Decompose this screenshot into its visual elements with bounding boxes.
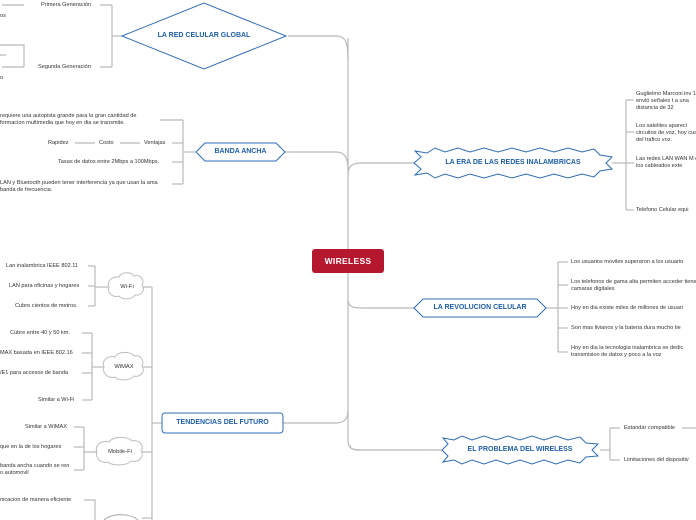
fourth-item-1[interactable]: nicacion de manera eficiente xyxy=(0,497,72,503)
red-celular-title[interactable]: LA RED CELULAR GLOBAL xyxy=(157,32,251,39)
gen1-label[interactable]: Primera Generación xyxy=(41,2,92,8)
banda-ancha-note1: requiere una autopista grande para la gr… xyxy=(0,113,137,126)
wimax-item-4[interactable]: Similar a Wi-Fi xyxy=(38,397,75,403)
wifi-item-2[interactable]: LAN para oficinas y hogares xyxy=(9,283,80,289)
wifi-item-1[interactable]: Lan inalambrica IEEE 802.11 xyxy=(6,263,79,269)
wimax-label[interactable]: WiMAX xyxy=(114,364,134,370)
banda-ancha-hexagon xyxy=(195,142,286,162)
revolucion-item-5[interactable]: Hoy en dia la tecnologia inalambrica se … xyxy=(571,345,684,358)
problema-item-1[interactable]: Estandar compatible xyxy=(624,425,675,431)
era-item-1[interactable]: Guglielmo Marconi inv 1901, envió señale… xyxy=(636,91,696,111)
problema-item-2[interactable]: Limitaciones del dispositiv xyxy=(624,457,689,463)
tendencias-title[interactable]: TENDENCIAS DEL FUTURO xyxy=(176,419,269,426)
revolucion-hexagon xyxy=(413,298,547,318)
gen2-fragment: o xyxy=(0,75,4,81)
wimax-item-3[interactable]: /E1 para accesos de banda xyxy=(0,370,69,376)
mobilefi-item-1[interactable]: Similar a WiMAX xyxy=(25,424,67,430)
tasas-label[interactable]: Tasas de datos entre 2Mbps a 100Mbps. xyxy=(58,159,160,165)
rapidez-label[interactable]: Rapidez xyxy=(48,140,69,146)
wifi-item-3[interactable]: Cubre cientos de metros. xyxy=(15,303,78,309)
gen2-label[interactable]: Segunda Generación xyxy=(38,64,91,70)
revolucion-item-3[interactable]: Hoy en dia existe miles de millones de u… xyxy=(571,305,683,311)
mobilefi-label[interactable]: Mobile-Fi xyxy=(108,449,132,455)
era-burst xyxy=(413,147,614,179)
costo-label[interactable]: Costo xyxy=(99,140,114,146)
banda-ancha-note2: LAN y Bluetooth pueden tener interferenc… xyxy=(0,180,158,193)
era-item-3[interactable]: Las redes LAN WAN M de los cableados ext… xyxy=(636,156,696,169)
era-item-4[interactable]: Telefono Celular equi xyxy=(636,207,689,213)
wifi-label[interactable]: Wi-Fi xyxy=(120,284,134,290)
tendencias-rect xyxy=(161,412,284,434)
revolucion-title[interactable]: LA REVOLUCION CELULAR xyxy=(433,304,527,311)
revolucion-item-1[interactable]: Los usuarios moviles superaron a los usu… xyxy=(571,259,684,265)
banda-ancha-title[interactable]: BANDA ANCHA xyxy=(214,148,267,155)
problema-burst xyxy=(441,435,600,465)
red-celular-diamond xyxy=(120,2,288,70)
revolucion-item-4[interactable]: Son mas livianos y la bateria dura mucho… xyxy=(571,325,681,331)
wimax-cloud xyxy=(102,351,144,381)
revolucion-item-2[interactable]: Los telefonos de gama alta permiten acce… xyxy=(571,279,696,292)
root-node-wireless[interactable]: WIRELESS xyxy=(312,249,384,273)
problema-title[interactable]: EL PROBLEMA DEL WIRELESS xyxy=(467,446,573,453)
wifi-cloud xyxy=(107,272,144,300)
gen1-fragment: os xyxy=(0,13,6,19)
era-item-2[interactable]: Los satelites apareci circuitos de voz, … xyxy=(636,123,696,143)
era-title[interactable]: LA ERA DE LAS REDES INALAMBRICAS xyxy=(445,159,581,166)
wimax-item-2[interactable]: MAX basada en IEEE 802.16 xyxy=(0,350,73,356)
wimax-item-1[interactable]: Cubre entre 40 y 50 km. xyxy=(10,330,71,336)
mobilefi-cloud xyxy=(95,436,143,466)
mobilefi-item-2[interactable]: que en la de los hogares xyxy=(0,444,62,450)
ventajas-label[interactable]: Ventajas xyxy=(144,140,166,146)
mobilefi-item-3[interactable]: banda ancha cuando se ren o automovil xyxy=(0,463,70,476)
